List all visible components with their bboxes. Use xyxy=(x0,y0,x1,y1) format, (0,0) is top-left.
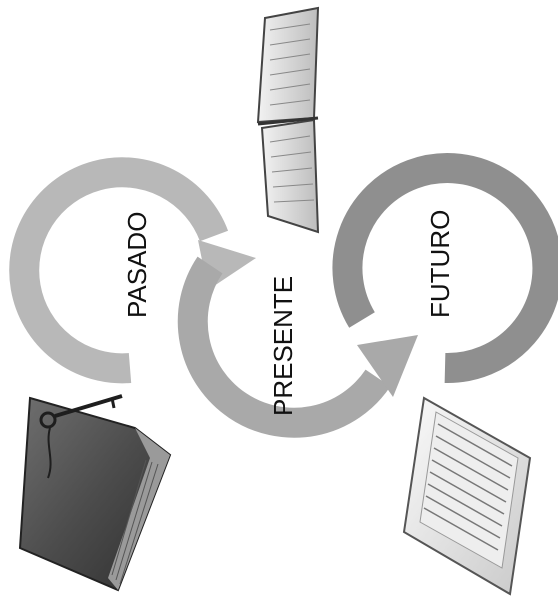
future-label: FUTURO xyxy=(425,210,455,318)
present-arrow xyxy=(193,265,418,423)
open-book-icon xyxy=(258,8,318,232)
present-label: PRESENTE xyxy=(268,276,298,416)
past-label: PASADO xyxy=(122,212,152,318)
ereader-icon xyxy=(404,398,530,594)
old-book-with-key-icon xyxy=(20,396,170,590)
